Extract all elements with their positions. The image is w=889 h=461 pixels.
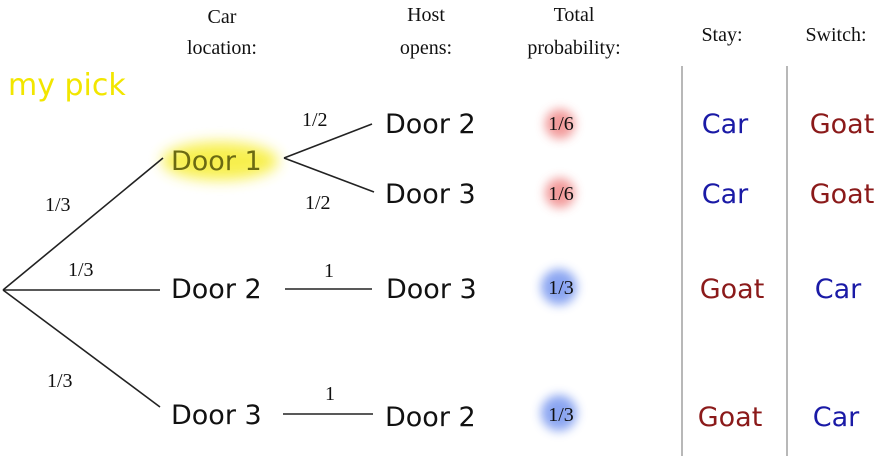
node-car-door1: Door 1 <box>171 146 262 177</box>
probability-values: 1/6 1/6 1/3 1/3 <box>548 113 574 426</box>
door1-highlight <box>162 142 278 180</box>
glow-prob-4 <box>541 395 577 431</box>
node-car-door2: Door 2 <box>171 274 262 305</box>
glow-prob-3 <box>541 269 577 305</box>
node-host-door3-a: Door 3 <box>385 179 476 210</box>
stay-result-1: Car <box>702 109 749 140</box>
probability-glows <box>541 109 577 431</box>
tree-branches <box>2 123 375 415</box>
column-headers: Car location: Host opens: Total probabil… <box>187 4 867 59</box>
second-level-edge-labels: 1/2 1/2 1 1 <box>302 109 335 405</box>
header-car-location-line1: Car <box>208 6 237 28</box>
edge-label-door1-door2: 1/2 <box>302 109 328 131</box>
header-total-probability-line1: Total <box>554 4 595 26</box>
prob-value-4: 1/3 <box>548 404 574 426</box>
header-host-opens-line1: Host <box>407 4 445 26</box>
edge-label-door2-door3: 1 <box>324 260 334 282</box>
glow-prob-2 <box>545 178 575 208</box>
branch-root-door3 <box>2 289 161 408</box>
switch-result-2: Goat <box>810 179 875 210</box>
switch-result-1: Goat <box>810 109 875 140</box>
header-host-opens-line2: opens: <box>400 37 452 59</box>
edge-label-door3-door2: 1 <box>325 383 335 405</box>
stay-result-4: Goat <box>698 402 763 433</box>
header-switch: Switch: <box>805 24 866 46</box>
host-opens-nodes: Door 2 Door 3 Door 3 Door 2 <box>385 109 477 433</box>
header-total-probability-line2: probability: <box>527 37 620 59</box>
branch-root-door1 <box>2 157 164 291</box>
first-level-edge-labels: 1/3 1/3 1/3 <box>45 194 94 392</box>
glow-prob-1 <box>545 109 575 139</box>
stay-result-3: Goat <box>700 274 765 305</box>
my-pick-label: my pick <box>8 68 126 103</box>
car-location-nodes: Door 1 Door 2 Door 3 <box>171 146 262 431</box>
node-host-door2-b: Door 2 <box>385 402 476 433</box>
header-car-location-line2: location: <box>187 37 257 59</box>
prob-value-3: 1/3 <box>548 277 574 299</box>
edge-label-root-door3: 1/3 <box>47 370 73 392</box>
stay-results: Car Car Goat Goat <box>698 109 765 433</box>
edge-label-root-door1: 1/3 <box>45 194 71 216</box>
header-stay: Stay: <box>701 24 742 46</box>
prob-value-2: 1/6 <box>548 183 574 205</box>
branch-door1-door2 <box>283 123 373 159</box>
branch-door1-door3 <box>283 157 375 193</box>
edge-label-door1-door3: 1/2 <box>305 192 331 214</box>
node-car-door3: Door 3 <box>171 400 262 431</box>
prob-value-1: 1/6 <box>548 113 574 135</box>
edge-label-root-door2: 1/3 <box>68 259 94 281</box>
stay-result-2: Car <box>702 179 749 210</box>
switch-result-4: Car <box>813 402 860 433</box>
node-host-door3-b: Door 3 <box>386 274 477 305</box>
switch-results: Goat Goat Car Car <box>810 109 875 433</box>
node-host-door2-a: Door 2 <box>385 109 476 140</box>
switch-result-3: Car <box>815 274 862 305</box>
